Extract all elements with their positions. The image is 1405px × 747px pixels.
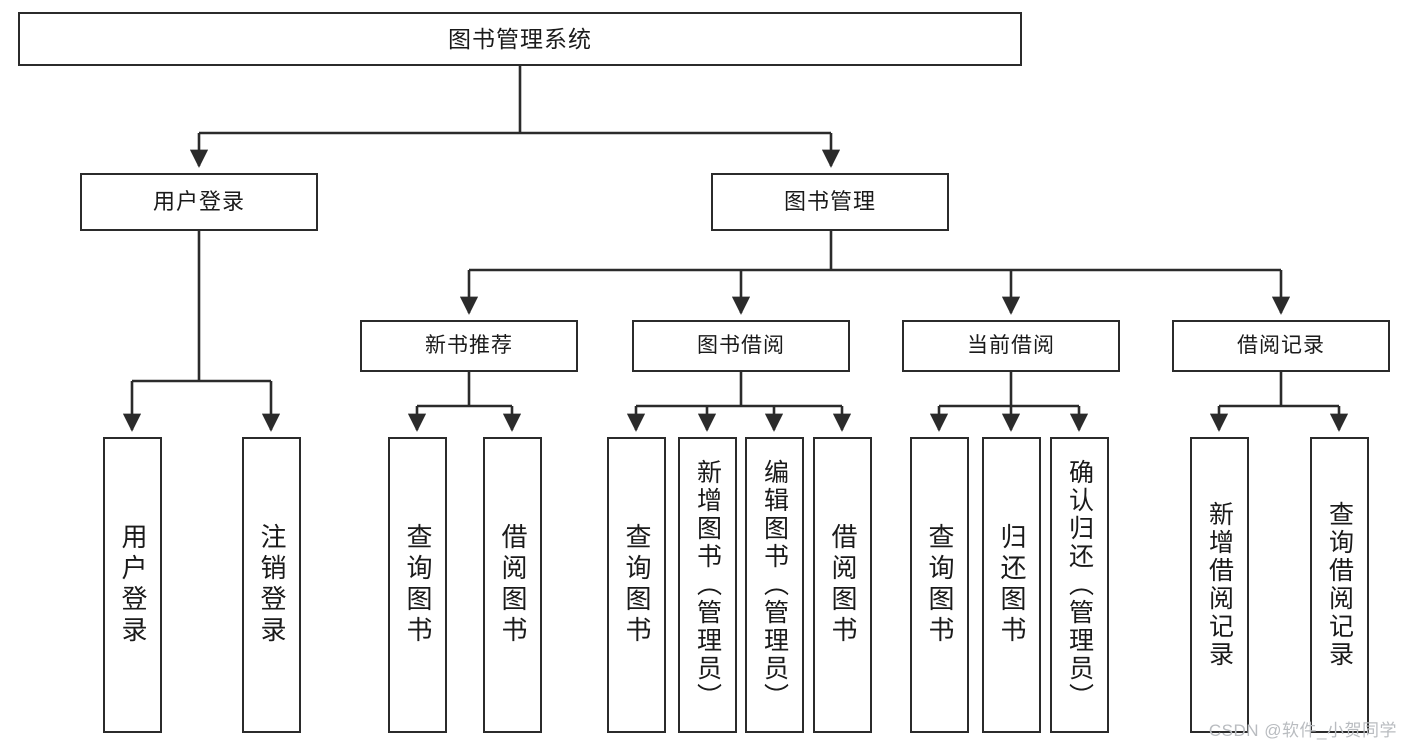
leaf-query-book-from-current[interactable]: 查询图书	[910, 437, 969, 733]
node-borrowing-record[interactable]: 借阅记录	[1172, 320, 1390, 372]
leaf-borrow-book-from-borrowing[interactable]: 借阅图书	[813, 437, 872, 733]
node-book-management[interactable]: 图书管理	[711, 173, 949, 231]
node-book-borrowing[interactable]: 图书借阅	[632, 320, 850, 372]
leaf-user-logout[interactable]: 注销登录	[242, 437, 301, 733]
node-label: 查询图书	[925, 523, 956, 647]
node-current-borrowing[interactable]: 当前借阅	[902, 320, 1120, 372]
node-label: 确认归还（管理员）	[1065, 459, 1094, 711]
leaf-add-borrowing-record[interactable]: 新增借阅记录	[1190, 437, 1249, 733]
node-label: 新书推荐	[425, 333, 513, 357]
node-label: 借阅图书	[498, 523, 529, 647]
node-label: 借阅记录	[1237, 333, 1325, 357]
leaf-query-book-from-recommendation[interactable]: 查询图书	[388, 437, 447, 733]
node-label: 查询图书	[622, 523, 653, 647]
leaf-return-book[interactable]: 归还图书	[982, 437, 1041, 733]
node-root-system[interactable]: 图书管理系统	[18, 12, 1022, 66]
leaf-query-borrowing-record[interactable]: 查询借阅记录	[1310, 437, 1369, 733]
leaf-edit-book-admin[interactable]: 编辑图书（管理员）	[745, 437, 804, 733]
leaf-query-book-from-borrowing[interactable]: 查询图书	[607, 437, 666, 733]
node-label: 图书管理	[783, 189, 876, 215]
node-new-book-recommendation[interactable]: 新书推荐	[360, 320, 578, 372]
node-label: 新增图书（管理员）	[693, 459, 722, 711]
node-label: 查询图书	[403, 523, 434, 647]
node-label: 查询借阅记录	[1325, 501, 1354, 669]
node-label: 新增借阅记录	[1205, 501, 1234, 669]
node-label: 借阅图书	[828, 523, 859, 647]
leaf-add-book-admin[interactable]: 新增图书（管理员）	[678, 437, 737, 733]
node-user-login[interactable]: 用户登录	[80, 173, 318, 231]
node-label: 用户登录	[118, 523, 149, 647]
node-label: 归还图书	[997, 523, 1028, 647]
node-label: 注销登录	[257, 523, 288, 647]
leaf-confirm-return-admin[interactable]: 确认归还（管理员）	[1050, 437, 1109, 733]
node-label: 图书管理系统	[448, 25, 592, 52]
node-label: 用户登录	[152, 189, 245, 215]
leaf-user-login[interactable]: 用户登录	[103, 437, 162, 733]
leaf-borrow-book-from-recommendation[interactable]: 借阅图书	[483, 437, 542, 733]
node-label: 当前借阅	[967, 333, 1055, 357]
node-label: 编辑图书（管理员）	[760, 459, 789, 711]
node-label: 图书借阅	[697, 333, 785, 357]
